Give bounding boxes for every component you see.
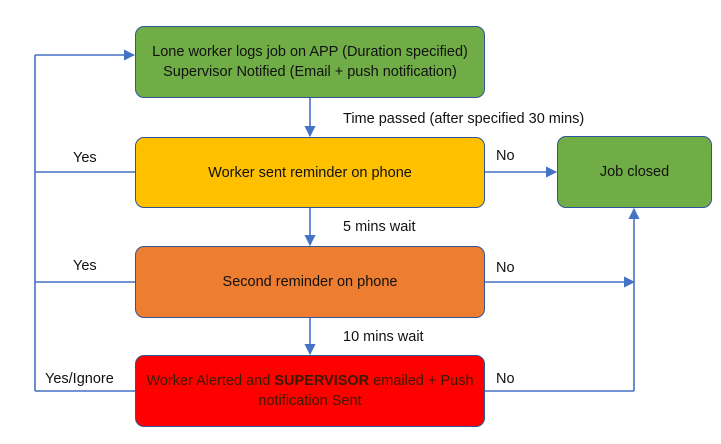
edge-label-yes-1: Yes <box>73 150 97 166</box>
edge-label-10-mins-wait: 10 mins wait <box>343 329 424 345</box>
node-worker-alerted: Worker Alerted and SUPERVISOR emailed + … <box>135 355 485 427</box>
node-job-closed: Job closed <box>557 136 712 208</box>
node-job-closed-label: Job closed <box>599 164 670 180</box>
edge-label-no-1: No <box>496 148 515 164</box>
alert-emphasis: SUPERVISOR <box>274 373 370 389</box>
node-second-reminder: Second reminder on phone <box>135 246 485 318</box>
edge-label-time-passed: Time passed (after specified 30 mins) <box>343 111 585 127</box>
edge-label-no-2: No <box>496 260 515 276</box>
node-worker-alerted-line1: Worker Alerted and SUPERVISOR emailed + … <box>146 371 473 391</box>
node-first-reminder-label: Worker sent reminder on phone <box>208 164 412 181</box>
edge-label-yes-ignore: Yes/Ignore <box>45 371 114 387</box>
node-job-logged-line2: Supervisor Notified (Email + push notifi… <box>163 64 457 80</box>
node-worker-alerted-line2: notification Sent <box>258 393 362 409</box>
alert-suffix: emailed + Push <box>369 373 474 389</box>
node-first-reminder: Worker sent reminder on phone <box>135 137 485 208</box>
node-job-logged: Lone worker logs job on APP (Duration sp… <box>135 26 485 98</box>
node-job-logged-line1: Lone worker logs job on APP (Duration sp… <box>152 44 468 60</box>
edge-label-yes-2: Yes <box>73 258 97 274</box>
alert-prefix: Worker Alerted and <box>146 373 275 389</box>
edge-label-5-mins-wait: 5 mins wait <box>343 219 416 235</box>
edge-label-no-3: No <box>496 371 515 387</box>
node-second-reminder-label: Second reminder on phone <box>222 274 398 290</box>
